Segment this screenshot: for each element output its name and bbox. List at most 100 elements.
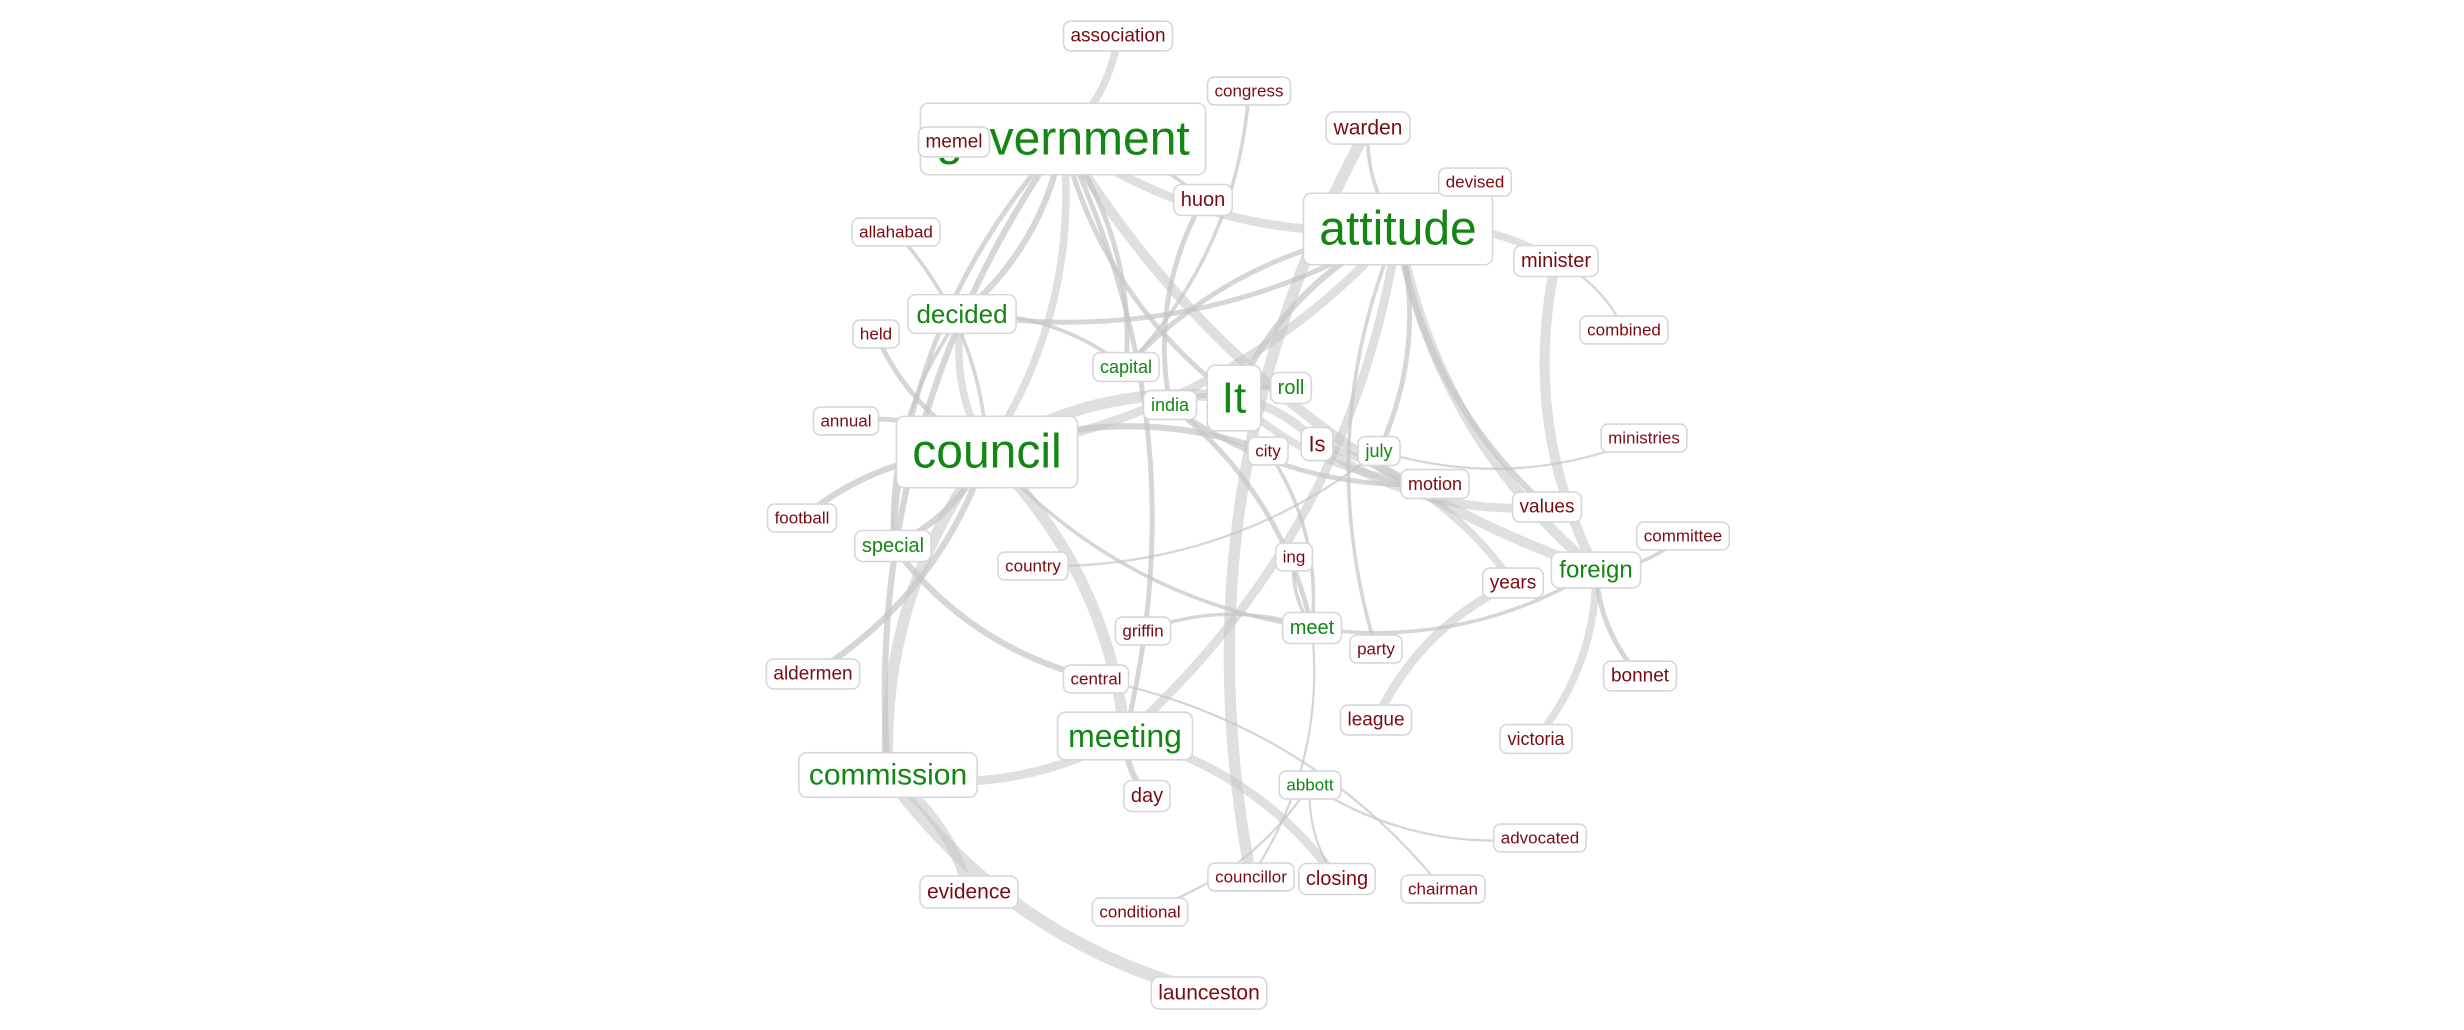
node-box xyxy=(1302,192,1494,266)
node-layer: governmentattitudecouncilItdecidedcapita… xyxy=(765,20,1731,1010)
node-box xyxy=(1142,389,1198,421)
node-box xyxy=(1481,567,1545,599)
node-label: chairman xyxy=(1408,880,1478,899)
node-label: india xyxy=(1151,395,1190,415)
node-devised: devised xyxy=(1437,167,1513,197)
node-combined: combined xyxy=(1579,315,1669,345)
node-label: minister xyxy=(1521,250,1591,272)
node-label: meet xyxy=(1290,617,1335,639)
node-label: capital xyxy=(1100,357,1152,377)
node-victoria: victoria xyxy=(1499,723,1573,755)
node-council: council xyxy=(895,415,1079,489)
edge-foreign-victoria xyxy=(1532,566,1600,743)
node-committee: committee xyxy=(1635,521,1731,551)
edge-government-meeting xyxy=(1060,136,1155,739)
node-box xyxy=(854,529,932,563)
node-allahabad: allahabad xyxy=(851,217,941,247)
node-foreign: foreign xyxy=(1550,551,1642,589)
node-label: warden xyxy=(1333,117,1403,140)
node-label: combined xyxy=(1587,321,1661,340)
edge-minister-foreign xyxy=(1539,255,1602,576)
node-label: councillor xyxy=(1215,868,1287,887)
node-label: party xyxy=(1357,640,1395,659)
node-box xyxy=(1579,315,1669,345)
node-box xyxy=(1300,426,1334,462)
node-box xyxy=(1437,167,1513,197)
node-label: league xyxy=(1347,710,1404,731)
node-box xyxy=(1092,351,1160,383)
node-football: football xyxy=(766,503,838,533)
node-councillor: councillor xyxy=(1207,862,1295,892)
node-box xyxy=(1511,491,1583,523)
node-griffin: griffin xyxy=(1114,616,1172,646)
edge-india-motion xyxy=(1167,402,1438,488)
node-label: huon xyxy=(1181,189,1226,211)
node-label: Is xyxy=(1308,432,1325,457)
node-label: july xyxy=(1364,441,1392,461)
node-box xyxy=(1400,468,1470,500)
node-abbott: abbott xyxy=(1278,770,1342,800)
node-box xyxy=(907,293,1017,335)
node-box xyxy=(1207,862,1295,892)
node-advocated: advocated xyxy=(1492,823,1588,853)
node-central: central xyxy=(1062,664,1130,694)
edge-attitude-meeting xyxy=(1120,224,1403,741)
node-box xyxy=(1339,704,1413,736)
node-box xyxy=(1325,111,1411,145)
edge-congress-capital xyxy=(1124,89,1251,369)
node-day: day xyxy=(1123,779,1171,813)
node-label: decided xyxy=(916,299,1007,329)
node-ministries: ministries xyxy=(1600,423,1688,453)
node-years: years xyxy=(1481,567,1545,599)
node-label: years xyxy=(1490,573,1536,594)
edge-city-meet xyxy=(1266,449,1316,630)
node-roll: roll xyxy=(1269,371,1313,405)
node-association: association xyxy=(1062,20,1174,52)
node-evidence: evidence xyxy=(919,875,1019,909)
node-closing: closing xyxy=(1298,862,1376,896)
node-box xyxy=(997,551,1069,581)
edge-government-it xyxy=(1060,136,1237,401)
node-box xyxy=(1269,371,1313,405)
node-label: advocated xyxy=(1501,829,1579,848)
node-label: city xyxy=(1255,442,1281,461)
node-huon: huon xyxy=(1172,183,1234,217)
edge-huon-india xyxy=(1161,197,1206,408)
node-label: aldermen xyxy=(773,664,852,685)
node-party: party xyxy=(1349,634,1403,664)
node-league: league xyxy=(1339,704,1413,736)
node-box xyxy=(1206,76,1292,106)
node-box xyxy=(1091,897,1189,927)
node-label: values xyxy=(1520,497,1575,518)
node-label: It xyxy=(1222,374,1246,423)
node-label: bonnet xyxy=(1611,666,1670,687)
node-india: india xyxy=(1142,389,1198,421)
node-july: july xyxy=(1357,435,1401,467)
node-label: association xyxy=(1070,26,1165,47)
node-box xyxy=(852,319,900,349)
node-label: football xyxy=(775,509,830,528)
node-box xyxy=(766,503,838,533)
node-warden: warden xyxy=(1325,111,1411,145)
edge-india-meet xyxy=(1167,402,1315,631)
node-bonnet: bonnet xyxy=(1602,660,1678,692)
node-launceston: launceston xyxy=(1150,976,1268,1010)
node-box xyxy=(1123,779,1171,813)
node-conditional: conditional xyxy=(1091,897,1189,927)
edge-attitude-party xyxy=(1346,227,1400,651)
node-aldermen: aldermen xyxy=(765,658,861,690)
node-box xyxy=(1600,423,1688,453)
node-motion: motion xyxy=(1400,468,1470,500)
node-box xyxy=(1492,823,1588,853)
node-label: evidence xyxy=(927,881,1011,904)
node-government: government xyxy=(919,102,1207,176)
node-label: held xyxy=(860,325,892,344)
node-box xyxy=(1247,436,1289,466)
node-box xyxy=(895,415,1079,489)
node-meet: meet xyxy=(1281,611,1343,645)
node-label: foreign xyxy=(1559,557,1632,584)
node-label: memel xyxy=(925,132,982,153)
node-special: special xyxy=(854,529,932,563)
node-label: committee xyxy=(1644,527,1722,546)
node-label: roll xyxy=(1278,377,1305,399)
